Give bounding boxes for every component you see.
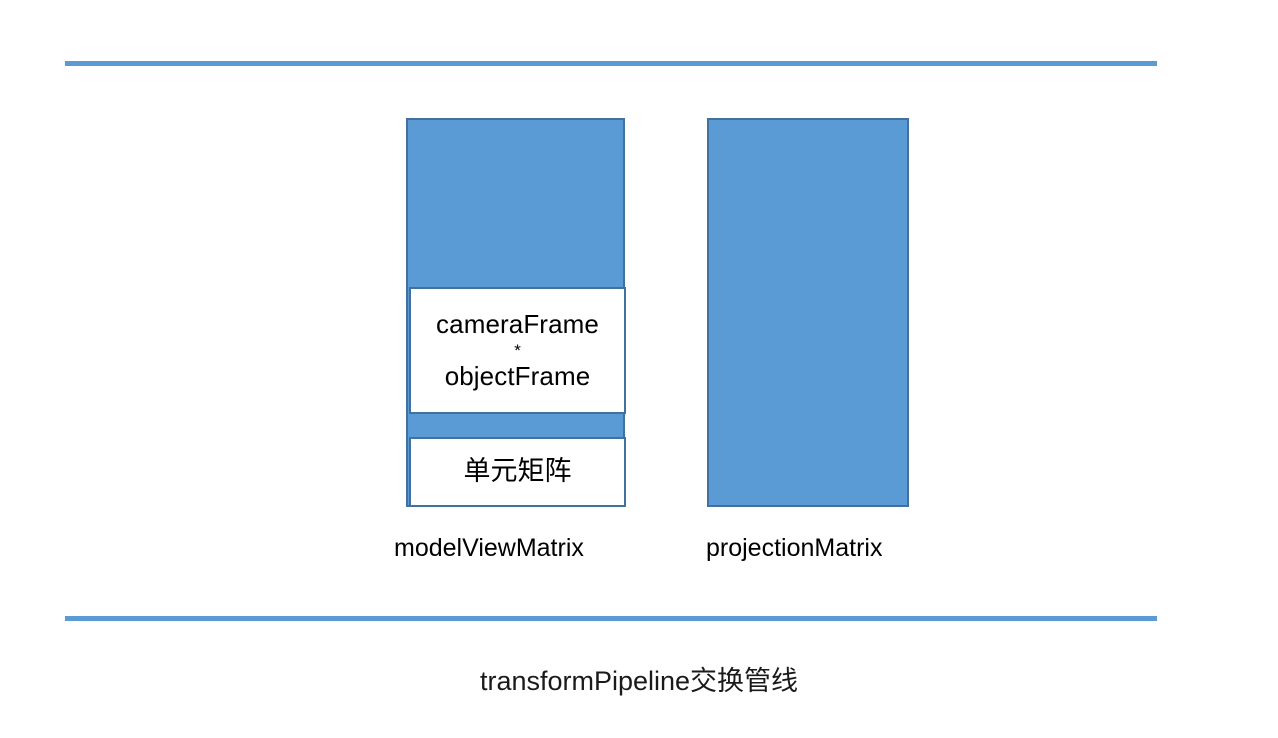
matrix-column-projection — [707, 118, 909, 507]
figure-caption-cjk: 交换管线 — [690, 666, 799, 696]
bottom-divider-rule — [65, 616, 1157, 621]
frame-product-box: cameraFrame * objectFrame — [409, 287, 626, 414]
identity-matrix-label: 单元矩阵 — [463, 456, 572, 487]
top-divider-rule — [65, 61, 1157, 66]
figure-caption: transformPipeline交换管线 — [0, 659, 1278, 698]
object-frame-label: objectFrame — [444, 360, 591, 391]
camera-frame-label: cameraFrame — [436, 309, 599, 340]
column-label-model-view-matrix: modelViewMatrix — [394, 534, 584, 562]
multiply-operator-label: * — [514, 340, 521, 360]
column-label-projection-matrix: projectionMatrix — [706, 534, 883, 562]
identity-matrix-box: 单元矩阵 — [409, 437, 626, 507]
figure-caption-latin: transformPipeline — [479, 666, 691, 696]
